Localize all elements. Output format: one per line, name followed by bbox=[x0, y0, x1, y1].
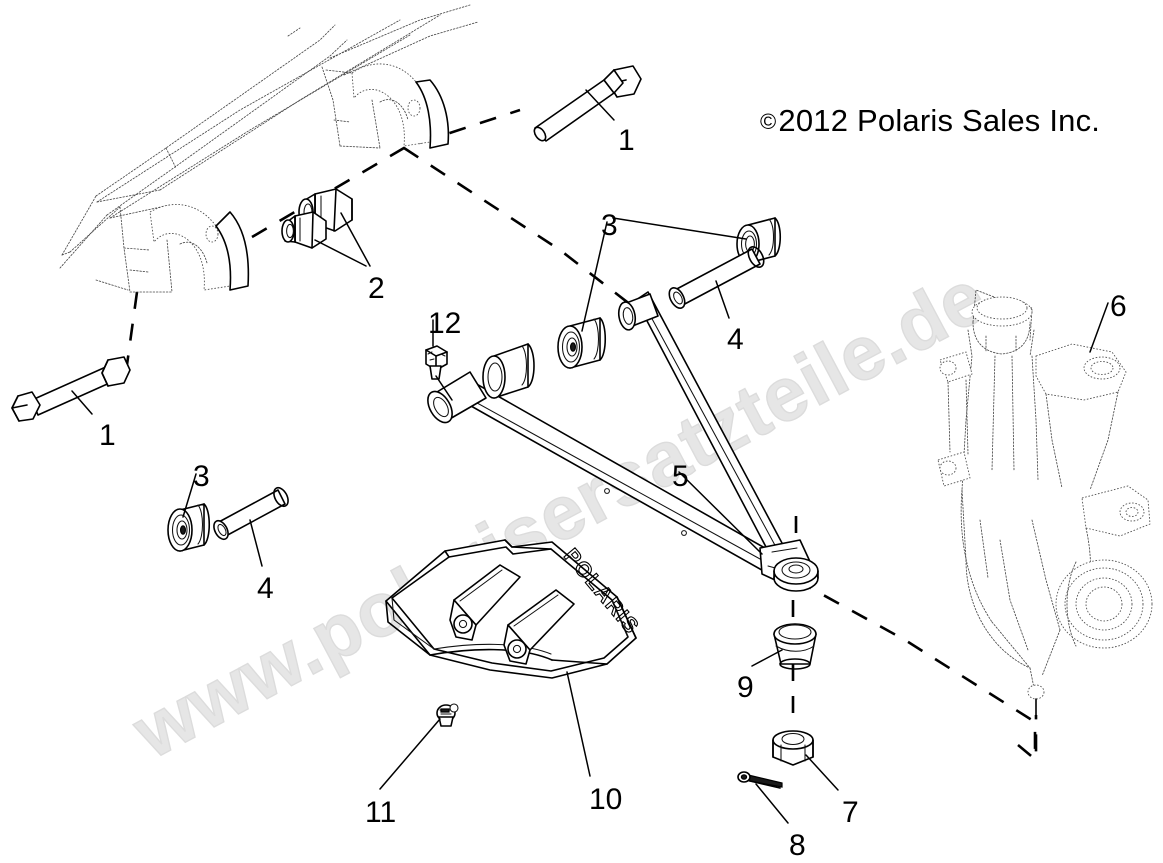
copyright-notice: ©2012 Polaris Sales Inc. bbox=[760, 103, 1100, 139]
copyright-symbol: © bbox=[760, 109, 777, 134]
part-castle-nut bbox=[772, 730, 814, 766]
callout-number-control-arm-a-arm: 5 bbox=[672, 460, 689, 493]
part-bolt-upper bbox=[533, 65, 642, 142]
callout-number-cotter-pin: 8 bbox=[789, 829, 806, 862]
part-ball-joint-boot bbox=[773, 623, 817, 670]
callout-number-sleeve-lower: 4 bbox=[257, 572, 274, 605]
callout-number-grease-fitting-zerk: 12 bbox=[428, 307, 462, 340]
callout-number-skid-plate: 10 bbox=[589, 783, 623, 816]
part-lock-nuts bbox=[281, 188, 353, 249]
callout-number-ball-joint-boot: 9 bbox=[737, 671, 754, 704]
part-bushing-upper-a bbox=[557, 317, 607, 369]
part-steering-knuckle bbox=[937, 289, 1153, 717]
leader-lines bbox=[71, 89, 1109, 824]
callout-number-castle-nut: 7 bbox=[842, 796, 859, 829]
callout-number-screw: 11 bbox=[365, 796, 397, 829]
part-bushing-lower bbox=[167, 503, 211, 552]
part-bolt-lower bbox=[11, 356, 131, 422]
callout-number-bushing-upper: 3 bbox=[601, 209, 618, 242]
part-cotter-pin bbox=[737, 771, 783, 789]
callout-number-bushing-lower: 3 bbox=[193, 460, 210, 493]
callout-number-lock-nuts: 2 bbox=[368, 272, 385, 305]
part-sleeve-lower bbox=[213, 486, 289, 541]
callout-number-sleeve-upper: 4 bbox=[727, 323, 744, 356]
part-control-arm bbox=[427, 291, 819, 592]
callout-number-hex-flange-bolt-upper: 1 bbox=[618, 124, 635, 157]
callout-number-steering-knuckle: 6 bbox=[1110, 290, 1127, 323]
part-sleeve-upper bbox=[668, 246, 765, 309]
part-screw bbox=[436, 703, 459, 727]
vehicle-frame-ghost bbox=[59, 4, 479, 293]
part-grease-fitting bbox=[425, 345, 448, 380]
copyright-text: 2012 Polaris Sales Inc. bbox=[778, 103, 1101, 138]
callout-number-hex-flange-bolt-lower: 1 bbox=[99, 419, 116, 452]
